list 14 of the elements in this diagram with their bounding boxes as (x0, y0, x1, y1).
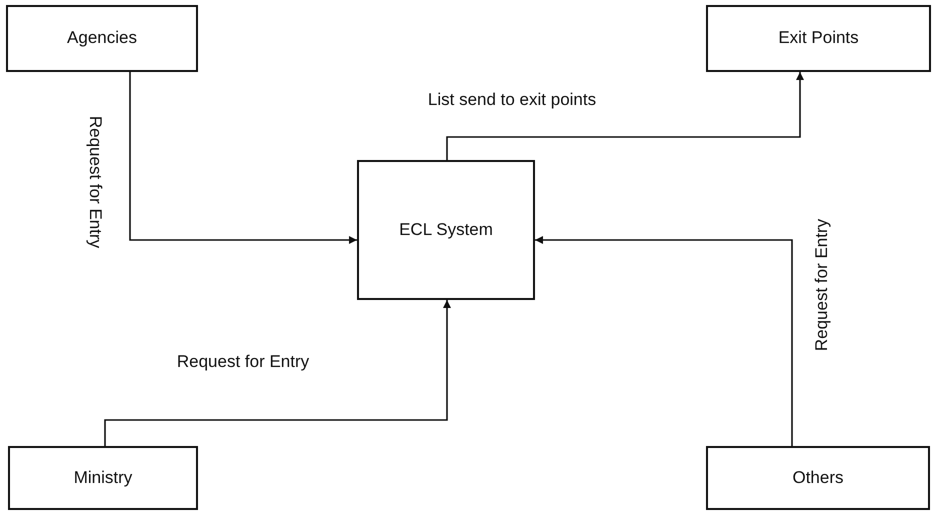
arrow (104, 300, 451, 446)
arrow (129, 72, 357, 244)
process-box (706, 5, 931, 72)
process-box (6, 5, 198, 72)
process-box (357, 160, 535, 300)
box-label: Others (792, 466, 844, 489)
process-box (706, 446, 930, 510)
box-label: Agencies (67, 27, 137, 50)
arrow (535, 236, 793, 446)
arrow (446, 72, 804, 160)
box-label: ECL System (399, 218, 493, 241)
box-label: Ministry (74, 466, 132, 489)
process-box (8, 446, 198, 510)
box-label: Exit Points (778, 27, 859, 50)
